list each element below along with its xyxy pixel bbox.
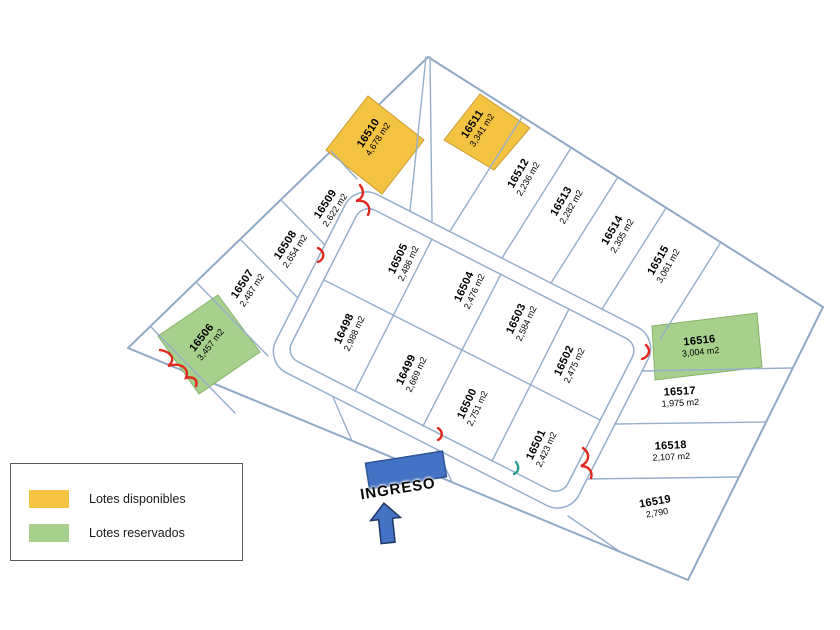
- divider-line: [641, 367, 793, 372]
- divider-line: [659, 241, 722, 340]
- legend-item-reserved: Lotes reservados: [29, 524, 242, 542]
- entrance-arrow-icon: [369, 502, 403, 545]
- divider-line: [601, 207, 667, 310]
- lot-16510-polygon: [325, 95, 425, 195]
- divider-line: [149, 325, 236, 414]
- divider-line: [409, 56, 427, 212]
- road-edge-line: [332, 396, 353, 442]
- entrance-group: [364, 450, 448, 545]
- highlighted-lots: [157, 93, 763, 395]
- lot-16506-polygon: [157, 294, 261, 395]
- lot-16511-polygon: [443, 93, 531, 171]
- divider-line: [614, 421, 766, 425]
- divider-line: [449, 116, 523, 232]
- lot-divider-lines: [149, 56, 793, 554]
- lot-16518-label: 16518 2,107 m2: [652, 439, 691, 463]
- divider-line: [280, 199, 326, 246]
- available-color-swatch: [29, 490, 69, 508]
- lot-16517-label: 16517 1,975 m2: [661, 385, 700, 409]
- divider-line: [330, 150, 358, 180]
- red-mark: [580, 446, 593, 480]
- entrance-road-rect: [364, 450, 448, 490]
- reserved-color-swatch: [29, 524, 69, 542]
- divider-line: [239, 238, 299, 299]
- divider-line: [550, 176, 619, 284]
- divider-line: [354, 238, 433, 392]
- divider-line: [491, 308, 570, 462]
- lot-16516-label: 16516 3,004 m2: [680, 333, 720, 359]
- legend-box: Lotes disponibles Lotes reservados: [10, 463, 243, 561]
- legend-available-label: Lotes disponibles: [89, 492, 186, 506]
- lot-16516-polygon: [651, 312, 763, 381]
- divider-line: [567, 515, 623, 554]
- red-mark: [316, 246, 325, 264]
- plot-outer-boundary: [126, 55, 825, 582]
- teal-mark: [512, 460, 520, 476]
- ring-road-outer: [272, 191, 652, 509]
- red-mark: [355, 183, 371, 217]
- red-mark: [158, 348, 198, 388]
- divider-line: [501, 147, 572, 259]
- lot-area: 2,107 m2: [652, 451, 691, 464]
- divider-line: [586, 476, 739, 480]
- divider-line: [422, 273, 502, 427]
- legend-reserved-label: Lotes reservados: [89, 526, 185, 540]
- divider-line: [429, 56, 433, 222]
- legend-item-available: Lotes disponibles: [29, 490, 242, 508]
- red-mark: [640, 343, 651, 361]
- divider-line: [195, 281, 269, 357]
- red-mark: [436, 426, 443, 442]
- hand-marks: [158, 183, 651, 480]
- lot-area: 1,975 m2: [661, 397, 700, 410]
